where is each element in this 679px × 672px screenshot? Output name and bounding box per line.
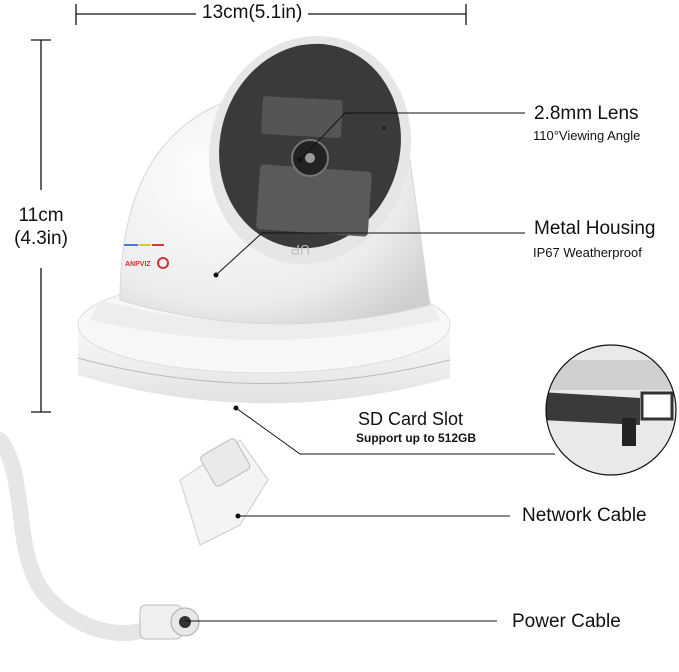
cable	[0, 432, 158, 641]
lens-leader-line	[299, 112, 525, 161]
embossed-up-mark: UP	[291, 242, 310, 258]
camera-body: UP ANPVIZ	[119, 35, 431, 325]
ir-led-window	[261, 96, 343, 139]
height-dimension-in-label: (4.3in)	[14, 228, 68, 249]
sd-callout-title: SD Card Slot	[358, 409, 464, 429]
lens-callout-subtitle: 110°Viewing Angle	[533, 128, 641, 143]
network-cable-callout: Network Cable	[522, 505, 647, 526]
sd-slot-zoom-view	[545, 344, 677, 476]
height-dimension-cm-label: 11cm	[18, 205, 64, 226]
housing-leader-line	[215, 232, 525, 276]
housing-callout-subtitle: IP67 Weatherproof	[533, 245, 642, 260]
housing-callout-title: Metal Housing	[534, 218, 656, 239]
sd-leader-line	[235, 407, 555, 455]
height-dimension-line	[31, 39, 51, 413]
network-connector	[179, 438, 269, 546]
power-cable-callout: Power Cable	[512, 611, 621, 632]
width-dimension-label: 13cm(5.1in)	[196, 2, 309, 24]
lens-callout-title: 2.8mm Lens	[534, 103, 639, 124]
sd-callout-subtitle: Support up to 512GB	[356, 431, 476, 445]
power-connector	[139, 604, 200, 640]
callout-lines	[185, 112, 555, 622]
brand-logo: ANPVIZ	[124, 244, 169, 269]
lens-window	[256, 164, 372, 237]
svg-text:ANPVIZ: ANPVIZ	[125, 261, 151, 268]
